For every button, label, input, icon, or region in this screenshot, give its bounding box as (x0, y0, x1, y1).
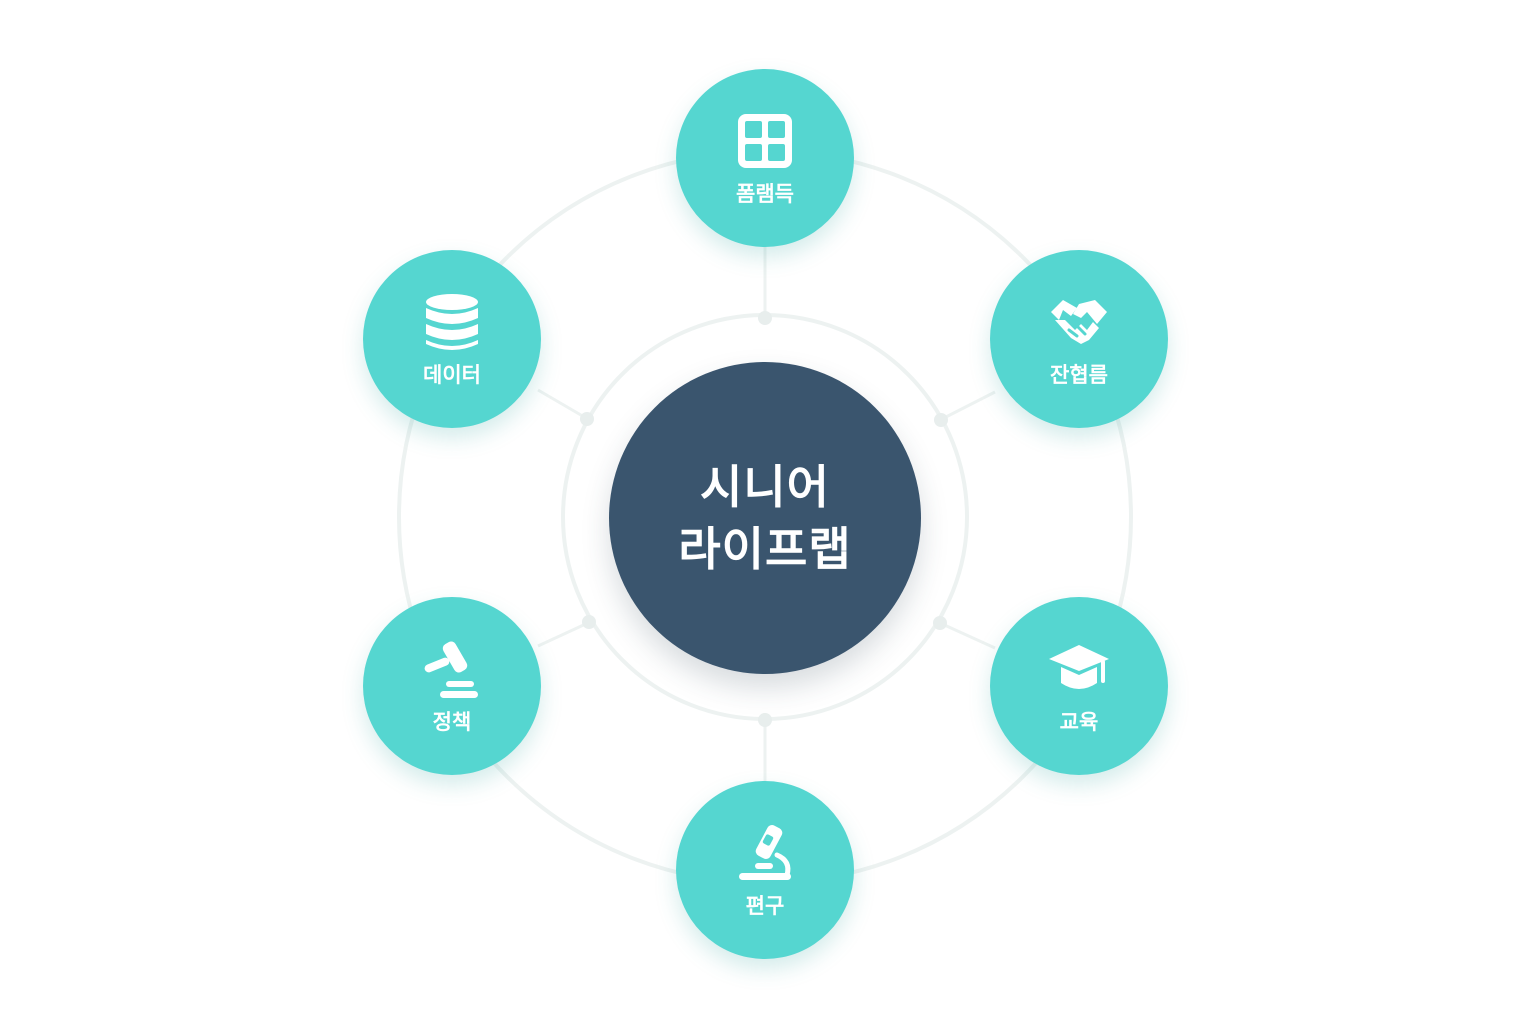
node-label-left-top: 데이터 (423, 363, 481, 387)
node-top: 폼램득 (676, 69, 854, 247)
node-left-bottom: 정책 (363, 597, 541, 775)
center-title-line1: 시니어 (700, 460, 830, 514)
node-right-bottom: 교육 (990, 597, 1168, 775)
node-label-right-top: 잔협름 (1050, 363, 1108, 387)
node-right-top: 잔협름 (990, 250, 1168, 428)
graduation-cap-icon (1049, 645, 1109, 689)
grid-icon (738, 114, 792, 168)
gavel-icon (424, 641, 478, 698)
center-node: 시니어 라이프랩 (609, 362, 921, 674)
node-label-bottom: 편구 (745, 894, 785, 918)
handshake-icon (1051, 300, 1107, 344)
node-label-left-bottom: 정책 (432, 710, 472, 734)
node-left-top: 데이터 (363, 250, 541, 428)
ring-dots (580, 311, 948, 727)
microscope-icon (739, 824, 791, 880)
node-bottom: 편구 (676, 781, 854, 959)
spokes (537, 246, 996, 785)
node-label-right-bottom: 교육 (1059, 710, 1099, 734)
node-label-top: 폼램득 (736, 182, 794, 206)
database-icon (426, 294, 478, 350)
center-title-line2: 라이프랩 (678, 522, 852, 576)
